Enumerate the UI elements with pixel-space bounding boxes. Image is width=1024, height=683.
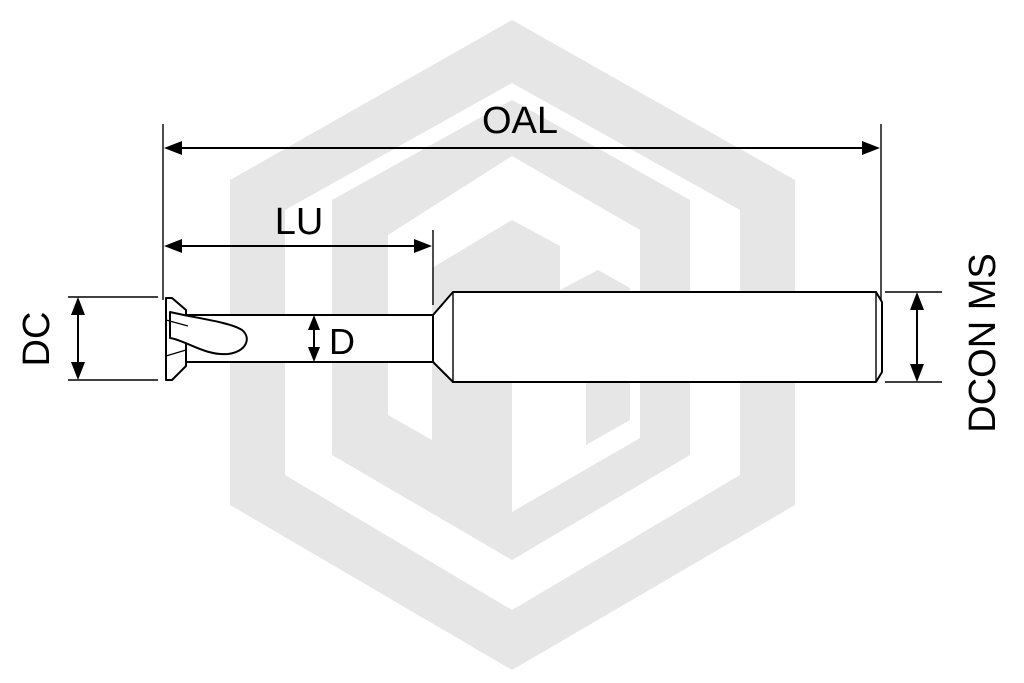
cutting-tool bbox=[165, 291, 883, 383]
d-dimension: D bbox=[308, 315, 355, 362]
dc-label: DC bbox=[16, 312, 58, 367]
tool-shank bbox=[432, 291, 883, 383]
lu-dimension: LU bbox=[164, 201, 432, 253]
dcon-ms-dimension: DCON MS bbox=[910, 253, 1004, 433]
d-label: D bbox=[329, 321, 355, 362]
lu-label: LU bbox=[275, 201, 324, 243]
dc-dimension: DC bbox=[16, 297, 85, 380]
tool-flute bbox=[169, 311, 248, 356]
oal-dimension: OAL bbox=[164, 100, 880, 155]
dcon-ms-label: DCON MS bbox=[962, 253, 1004, 432]
oal-label: OAL bbox=[482, 100, 558, 142]
tool-edge-line bbox=[165, 319, 189, 357]
